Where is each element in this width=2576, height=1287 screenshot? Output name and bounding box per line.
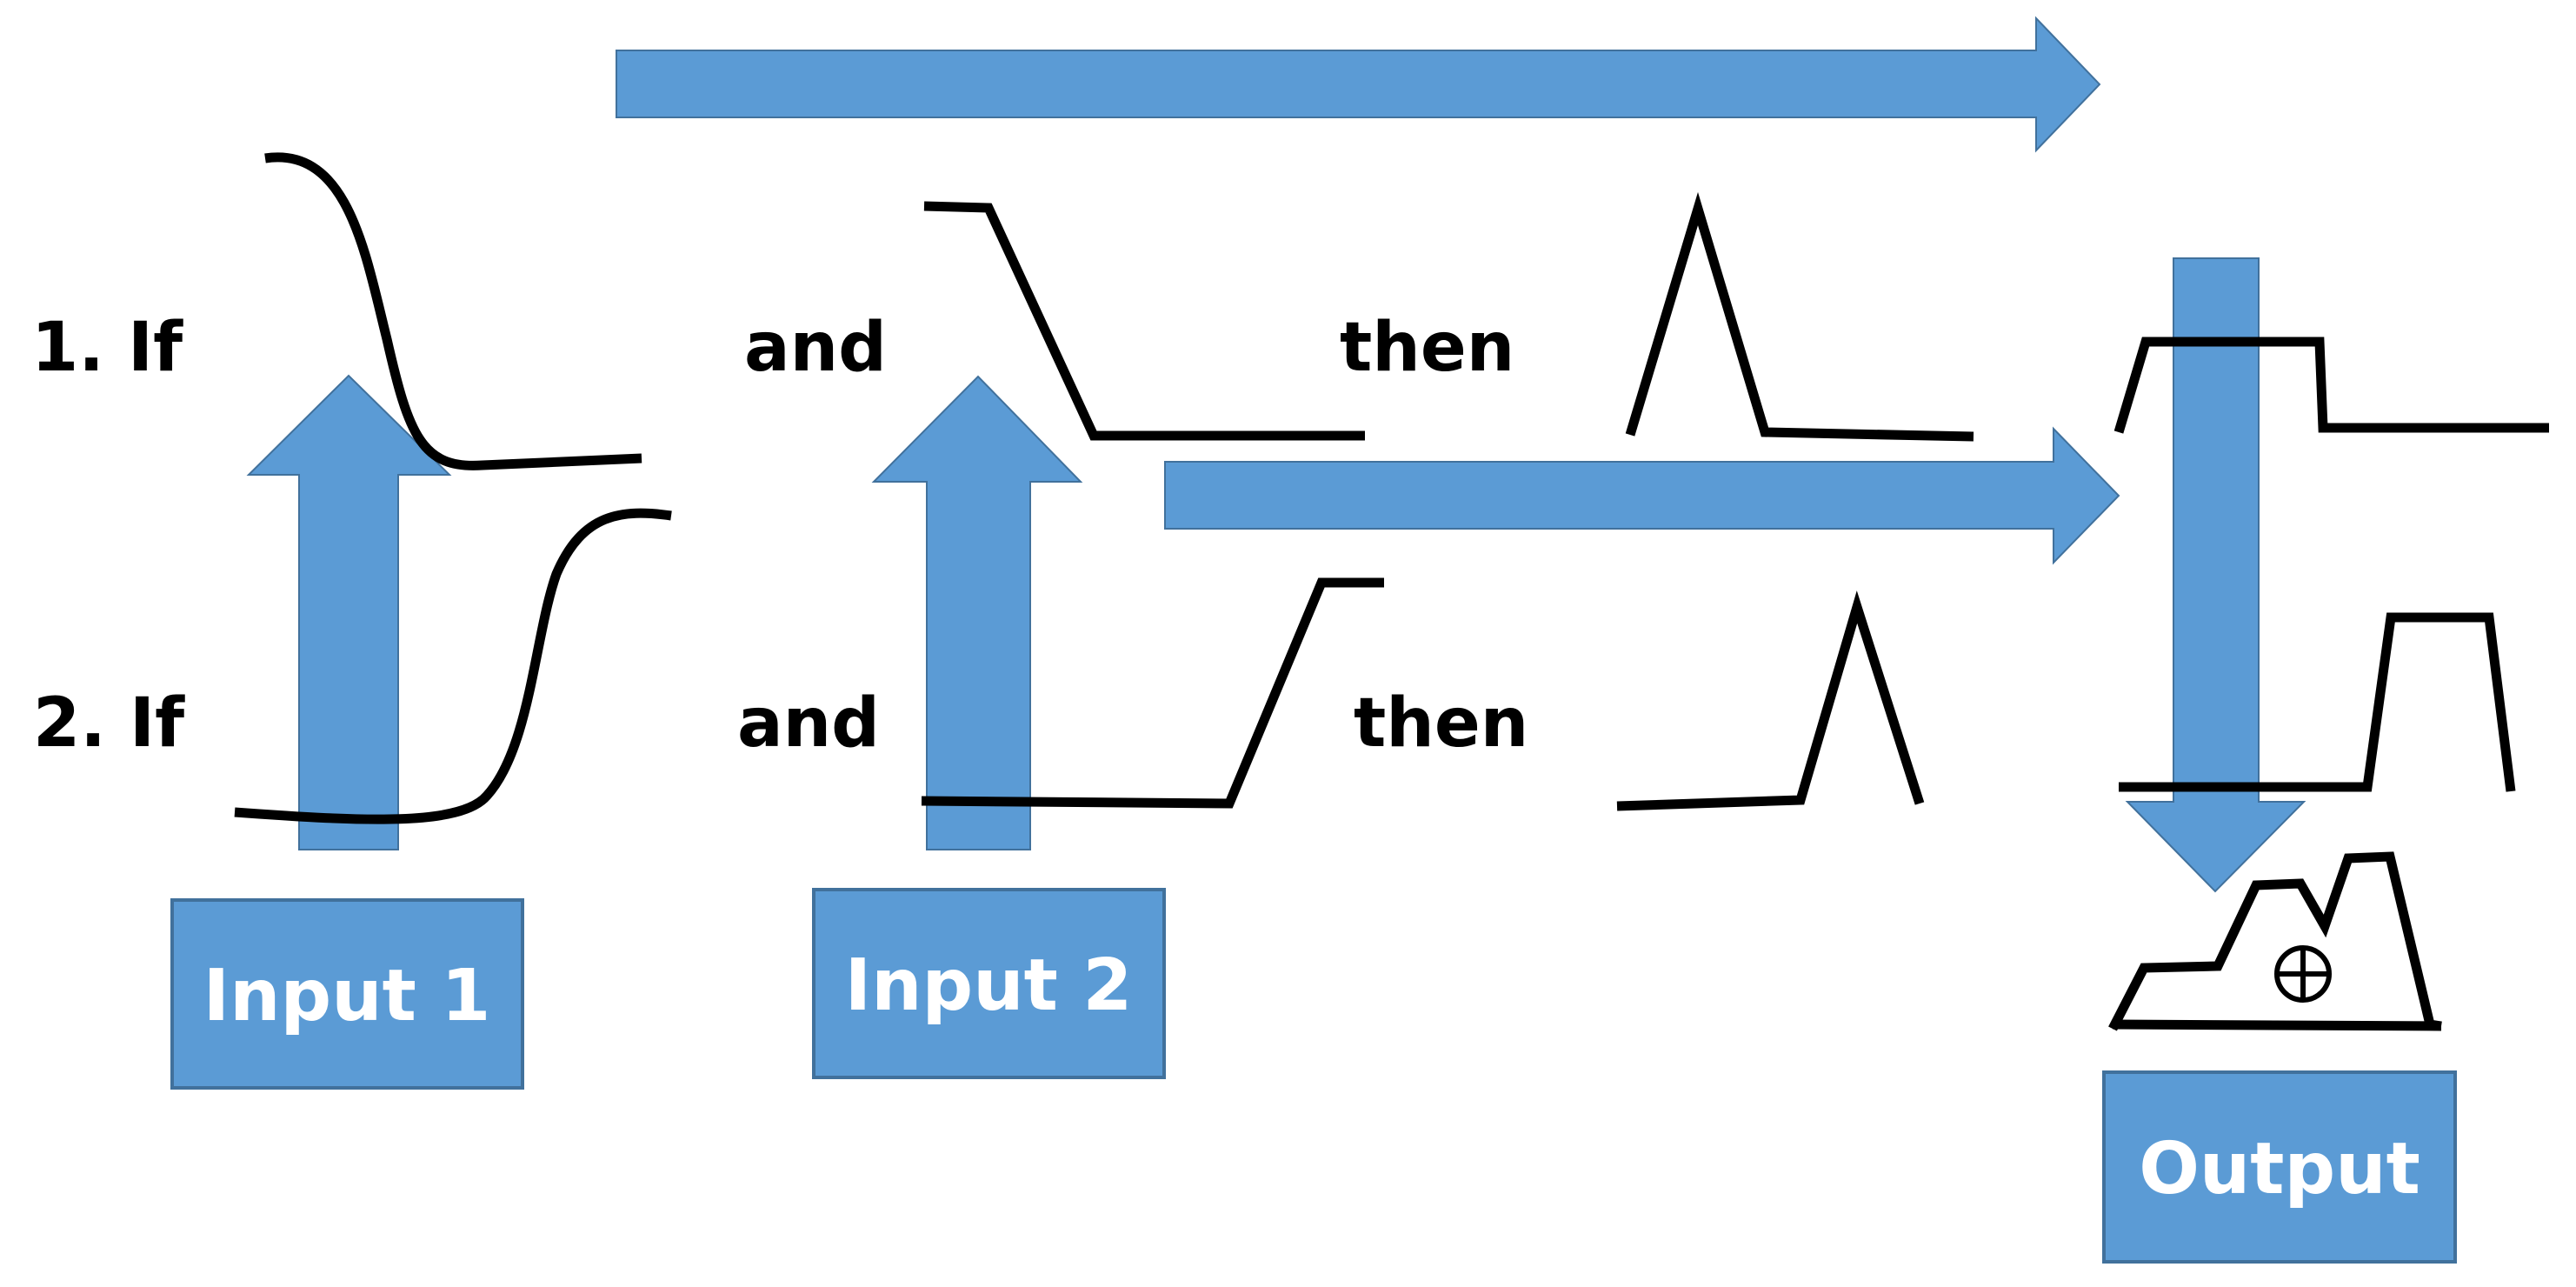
rule2-and-label: and bbox=[737, 684, 880, 763]
rule1-if-label: 1. If bbox=[31, 309, 183, 387]
input2-up-arrow bbox=[871, 375, 1083, 850]
rule1-and-label: and bbox=[744, 309, 887, 387]
input1-up-arrow bbox=[246, 374, 452, 850]
rule1-then-label: then bbox=[1340, 309, 1514, 387]
rule2-input2-membership-curve bbox=[921, 577, 1384, 809]
rule2-clipped-output-curve bbox=[2119, 612, 2516, 792]
rule2-then-label: then bbox=[1354, 684, 1528, 763]
rule1-output-triangle-curve bbox=[1625, 191, 1974, 442]
output-box bbox=[2102, 1070, 2457, 1264]
output-down-arrow bbox=[2125, 257, 2306, 893]
rule1-clipped-output-curve bbox=[2113, 337, 2549, 434]
output-label: Output bbox=[2139, 1128, 2420, 1210]
input1-label: Input 1 bbox=[203, 955, 491, 1037]
input1-box bbox=[170, 898, 524, 1090]
input2-box bbox=[812, 888, 1166, 1079]
rule1-input1-membership-curve bbox=[264, 152, 642, 470]
aggregated-output-baseline bbox=[2112, 1019, 2442, 1031]
rule2-input1-membership-curve bbox=[234, 508, 672, 824]
top-right-arrow bbox=[616, 16, 2101, 153]
input2-label: Input 2 bbox=[845, 944, 1133, 1027]
aggregated-output-curve bbox=[2108, 851, 2442, 1031]
rule2-output-triangle-curve bbox=[1616, 590, 1925, 811]
rule2-if-label: 2. If bbox=[33, 684, 185, 763]
middle-right-arrow bbox=[1164, 426, 2120, 565]
rule1-input2-membership-curve bbox=[923, 201, 1365, 441]
